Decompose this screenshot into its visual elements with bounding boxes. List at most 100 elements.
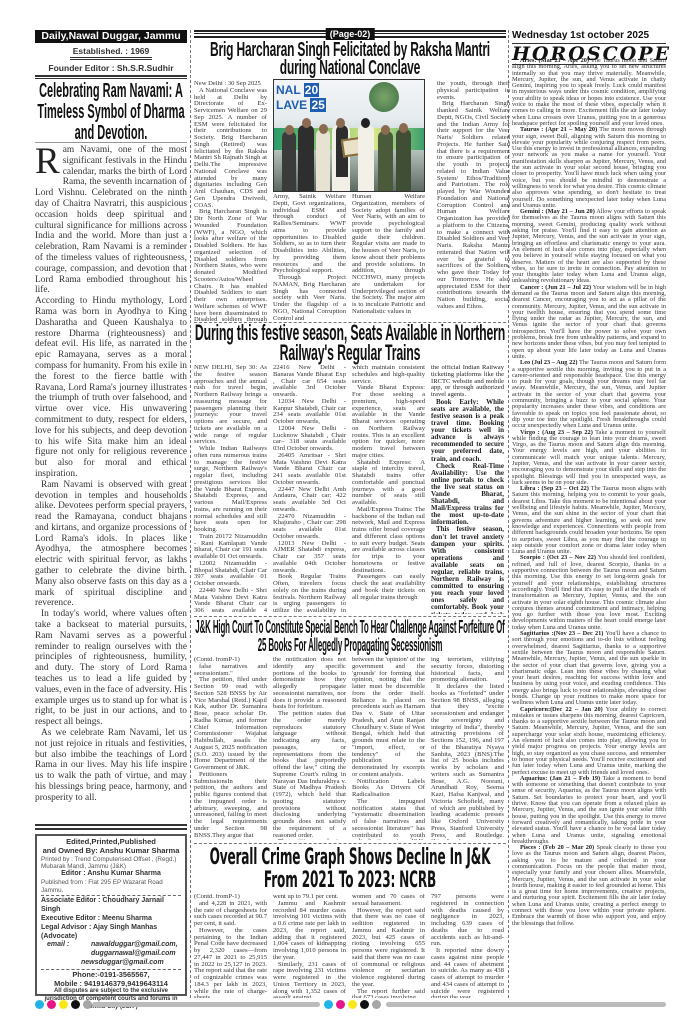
paragraph: In today's world, where values often tak… <box>35 609 187 728</box>
article-column: Human Welfare Organization, members of S… <box>352 194 425 321</box>
email-link[interactable]: nawalduggar@gmail.com, <box>91 941 178 949</box>
sign-text: Speak clearly to those you love as the T… <box>512 844 666 927</box>
phone: Phone:-0191-3565567, <box>72 969 150 979</box>
paragraph: However, the cases pertaining to the Ind… <box>194 926 267 998</box>
paragraph: Through Project NAMAN, Brig Harcharan Si… <box>273 274 346 321</box>
horoscope-entry: Capricorn:(Dec 22 – Jan 20) Your ability… <box>512 705 666 776</box>
paragraph: A National Conclave was held at Delhi by… <box>194 86 267 209</box>
magenta-dot <box>336 1000 345 1009</box>
associate-editor: Associate Editor : Choudhary Jarnail Sin… <box>41 897 164 914</box>
horoscope-list: Aries: (Mar 21 – Apr 20) The Taurus moon… <box>512 58 666 998</box>
paragraph: 22447 New Delhi Amb Andaura, Chair car: … <box>273 485 346 513</box>
court-header: J&K High Court To Constitute Special Ben… <box>194 618 506 656</box>
sign-text: The Taurus moon and Saturn form a suppor… <box>512 359 666 430</box>
paragraph: New Delhi : 30 Sep 2025 <box>194 81 261 87</box>
paragraph: Petitioners SubmissionsIn their petition… <box>194 770 267 839</box>
sign-text: Allow your efforts to speak for themselv… <box>512 208 666 285</box>
email-link[interactable]: duggarnawal@gmail.com <box>91 950 176 958</box>
horoscope-entry: Scorpio : (Oct 23 – Nov 22) You should f… <box>512 555 666 631</box>
gray-dot <box>83 1000 92 1009</box>
yellow-dot <box>59 1000 68 1009</box>
person-head <box>285 125 294 135</box>
sign-text: The moon moves through your sign, sweet … <box>512 126 666 209</box>
section-divider <box>194 322 506 323</box>
article-column: the notification does not identify any s… <box>273 657 346 840</box>
paragraph: women and 70 cases of sexual harassment. <box>352 894 425 907</box>
cyan-dot <box>35 1000 44 1009</box>
ram-navami-headline: Celebrating Ram Navami: A Timeless Symbo… <box>37 80 185 144</box>
paragraph: The petition, filed under Section 99 rea… <box>194 676 267 771</box>
sign-text: Take a moment to yourself while finding … <box>512 428 666 486</box>
paragraph: 797 persons were registered in connectio… <box>431 894 504 948</box>
masthead-block: Daily,Nawal Duggar, Jammu Established. :… <box>35 30 187 144</box>
horoscope-entry: Leo (Jul 23 – Aug 22) The Taurus moon an… <box>512 360 666 429</box>
paragraph: 12002 Nizamuddin - Bhopal Shatabdi, Chai… <box>194 559 267 587</box>
court-headline: J&K High Court To Constitute Special Ben… <box>195 617 505 655</box>
email-link[interactable]: newsduggar@gmail.com <box>81 958 164 966</box>
paragraph: Army, Sainik Welfare Deptt, Govt organiz… <box>273 194 346 275</box>
sign-name: Sagittarius :(Nov 23 – Dec 21) <box>520 630 604 638</box>
paragraph: between the 'opinion' of the government … <box>352 657 425 778</box>
executive-editor: Executive Editor : Meenu Sharma <box>41 914 152 922</box>
paragraph: 12013 New Delhi - AJMER Shatabdi express… <box>273 539 346 574</box>
paragraph: Train 20172 Nizamuddin - Rani Kamlapati … <box>194 532 267 560</box>
article-column: 22416 New Delhi - Banaras Vande Bharat E… <box>273 365 346 614</box>
paragraph: Book Regular Trains Often, travelers foc… <box>273 573 346 614</box>
first-paragraph-text: am Navami, one of the most significant f… <box>35 145 187 296</box>
horoscope-entry: Gemini : (May 21 – Jun 20) Allow your ef… <box>512 208 666 285</box>
sign-text: The Taurus moon aligns with Saturn this … <box>512 485 666 556</box>
article-column: the official Indian Railway ticketing pl… <box>431 365 504 614</box>
paragraph: Check Real-Time Availability: Use the on… <box>431 461 504 527</box>
brig-article-header: (Page-02) Brig Harcharan Singh Felicitat… <box>194 28 506 78</box>
article-column: 797 persons were registered in connectio… <box>431 894 504 998</box>
paragraph: Jammu and Kashmir recorded 84 murder cas… <box>273 899 346 961</box>
sign-text: Take a moment to bond with someone or so… <box>512 774 666 845</box>
color-registration-marks <box>35 1000 92 1009</box>
paragraph: The report further said that 673 cases i… <box>352 987 425 998</box>
person-head <box>336 118 345 128</box>
person <box>378 131 393 191</box>
person-turban <box>361 118 370 128</box>
paragraph: Notification Labels Books As Drivers Of … <box>352 777 425 798</box>
cyan-dot <box>324 1000 333 1009</box>
printed-by: Printed by : Trend Computerised Offset ,… <box>41 855 177 870</box>
editor: Editor : Anshu Kumar Sharma <box>61 870 161 878</box>
sign-name: Capricorn:(Dec 22 – Jan 20) <box>520 705 603 713</box>
black-dot <box>71 1000 80 1009</box>
registration-bar <box>92 1002 320 1007</box>
mobile: Mobile : 9419146379,9419643114 <box>54 978 168 988</box>
paragraph: As we celebrate Ram Navami, let us not j… <box>35 728 187 803</box>
paragraph: Brig Harcharan Singh is Dir North Zone o… <box>194 208 267 321</box>
article-column: the youth, through their physical partic… <box>437 81 510 321</box>
horoscope-title: HOROSCOPE <box>512 43 672 65</box>
person <box>298 125 314 191</box>
sign-text: You should feel confident, refined, and … <box>512 554 666 631</box>
paragraph: Book Early: While seats are available, t… <box>431 397 504 463</box>
paragraph: which maintain consistent schedules and … <box>352 365 425 385</box>
paragraph-list: Book Early: While seats are available, t… <box>431 397 504 614</box>
established-text: Established. : 1969 <box>69 46 153 60</box>
horoscope-entry: Virgo : (Aug 23 – Sep 22) Take a moment … <box>512 428 666 487</box>
paragraph: While Indian Railways often runs numerou… <box>194 445 267 533</box>
paragraph: the official Indian Railway ticketing pl… <box>431 365 504 398</box>
railway-headline: During this festive season, Seats Availa… <box>194 320 506 365</box>
article-column: NEW DELHI, Sep 30: As the festive season… <box>194 365 267 614</box>
black-dot <box>360 1000 369 1009</box>
article-column: between the 'opinion' of the government … <box>352 657 425 840</box>
paragraph: It reported nine dowry cases against nin… <box>431 947 504 998</box>
paper-name: Daily,Nawal Duggar, Jammu <box>35 30 187 43</box>
double-rule <box>35 824 187 830</box>
page-number: (Page-02) <box>325 28 375 40</box>
email-label: email : <box>47 941 70 949</box>
horoscope-entry: Sagittarius :(Nov 23 – Dec 21) You'll ha… <box>512 630 666 707</box>
paragraph: went up to 79.1 per cent. <box>273 894 339 900</box>
paragraph: This festive season, don't let travel an… <box>431 525 504 614</box>
article-column: women and 70 cases of sexual harassment.… <box>352 894 425 998</box>
registration-bar <box>386 1002 666 1007</box>
paragraph: ing terrorism, vilifying security forces… <box>431 657 504 684</box>
sign-text: Your ability to correct mistakes or issu… <box>512 705 666 776</box>
